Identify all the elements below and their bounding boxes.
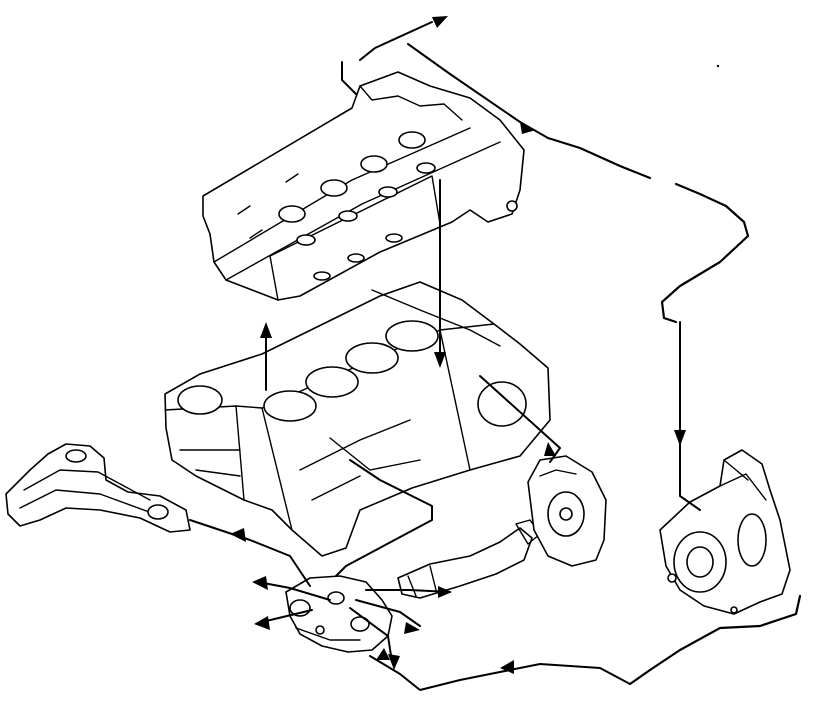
flow-arrowheads (230, 16, 686, 674)
flow-lines (189, 21, 701, 691)
thermostat-housing (397, 519, 541, 599)
cylinder-block (164, 281, 551, 557)
turbocharger (659, 449, 791, 615)
vacuum-pump (527, 455, 607, 567)
water-pump (285, 575, 393, 653)
speck (716, 64, 720, 68)
cylinder-head (202, 71, 525, 301)
coolant-inlet-pipe (5, 443, 191, 533)
coolant-hoses (546, 136, 802, 686)
